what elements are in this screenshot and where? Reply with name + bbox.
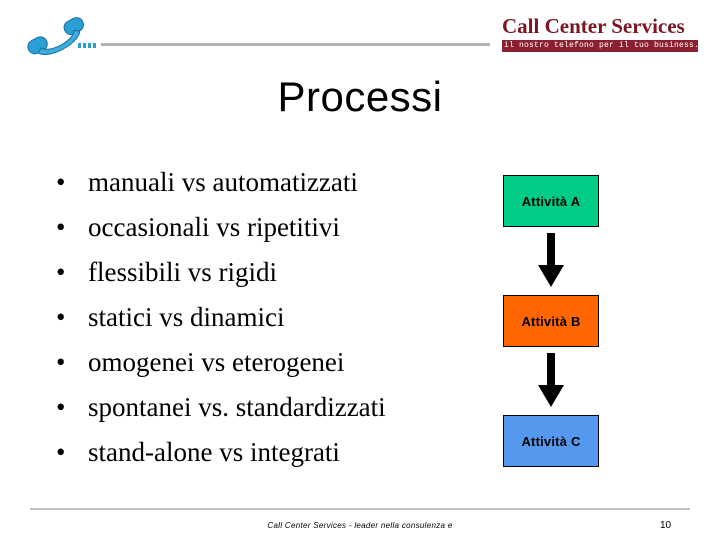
- page-number: 10: [660, 520, 672, 531]
- slide-header: Call Center Services il nostro telefono …: [0, 0, 720, 62]
- list-item-label: manuali vs automatizzati: [88, 167, 358, 197]
- bullet-marker-icon: •: [56, 257, 66, 287]
- bullet-marker-icon: •: [56, 392, 66, 422]
- list-item: • spontanei vs. standardizzati: [50, 385, 470, 430]
- flow-step-c: Attività C: [503, 415, 599, 467]
- flow-step-a: Attività A: [503, 175, 599, 227]
- flow-step-b: Attività B: [503, 295, 599, 347]
- bullet-marker-icon: •: [56, 347, 66, 377]
- brand-block: Call Center Services il nostro telefono …: [502, 14, 698, 52]
- bullet-marker-icon: •: [56, 212, 66, 242]
- flow-step-label: Attività C: [521, 433, 581, 449]
- list-item-label: occasionali vs ripetitivi: [88, 212, 340, 242]
- list-item: • statici vs dinamici: [50, 295, 470, 340]
- list-item: • occasionali vs ripetitivi: [50, 205, 470, 250]
- telephone-handset-icon: [18, 10, 104, 58]
- list-item-label: omogenei vs eterogenei: [88, 347, 345, 377]
- brand-title: Call Center Services: [502, 14, 685, 38]
- flow-step-label: Attività B: [521, 313, 581, 329]
- bullet-marker-icon: •: [56, 167, 66, 197]
- list-item-label: flessibili vs rigidi: [88, 257, 277, 287]
- footer-divider: [30, 508, 690, 510]
- header-divider: [101, 43, 490, 46]
- list-item: • stand-alone vs integrati: [50, 430, 470, 475]
- bullet-list: • manuali vs automatizzati • occasionali…: [50, 160, 470, 475]
- list-item-label: spontanei vs. standardizzati: [88, 392, 386, 422]
- list-item: • manuali vs automatizzati: [50, 160, 470, 205]
- list-item-label: stand-alone vs integrati: [88, 437, 340, 467]
- page-title: Processi: [277, 73, 443, 120]
- list-item-label: statici vs dinamici: [88, 302, 285, 332]
- flow-step-label: Attività A: [521, 193, 581, 209]
- arrow-down-icon: [503, 227, 599, 295]
- bullet-marker-icon: •: [56, 437, 66, 467]
- list-item: • flessibili vs rigidi: [50, 250, 470, 295]
- arrow-down-icon: [503, 347, 599, 415]
- brand-tagline: il nostro telefono per il tuo business.: [502, 40, 698, 52]
- list-item: • omogenei vs eterogenei: [50, 340, 470, 385]
- bullet-marker-icon: •: [56, 302, 66, 332]
- footer-text: Call Center Services - leader nella cons…: [267, 521, 453, 530]
- flow-diagram: Attività A Attività B Attività C: [503, 175, 603, 467]
